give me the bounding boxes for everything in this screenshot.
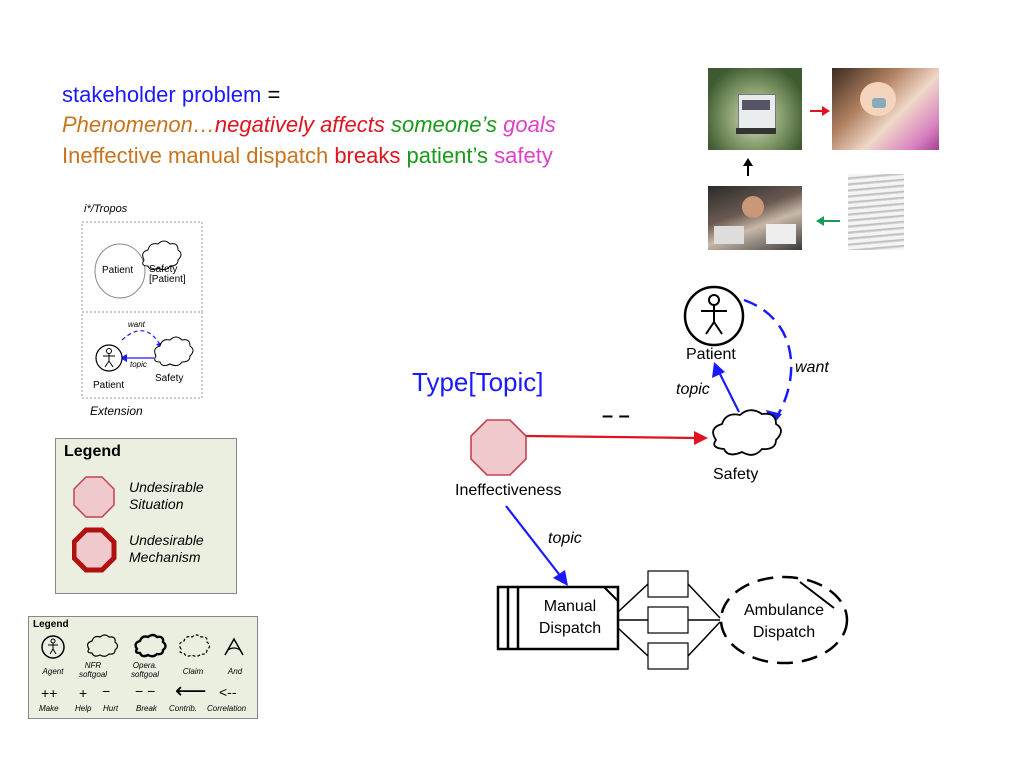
safety-text: safety xyxy=(488,143,553,168)
paper-stack-photo xyxy=(848,174,904,250)
breaks-text: breaks xyxy=(328,143,401,168)
istar-top-patient-label: Patient xyxy=(102,265,134,276)
patient-photo xyxy=(832,68,939,150)
claim-icon xyxy=(178,634,211,657)
help-symbol: + xyxy=(79,685,88,701)
legend2-break-label: Break xyxy=(136,704,157,713)
make-symbol: ++ xyxy=(41,685,58,701)
legend2-make-label: Make xyxy=(39,704,59,713)
manual-dispatch-label: Manual Dispatch xyxy=(538,598,602,637)
istar-softgoal-cloud-bottom xyxy=(154,336,194,367)
istar-agent-icon xyxy=(95,344,123,372)
want-label: want xyxy=(795,359,829,376)
break-symbol: − − xyxy=(135,683,156,699)
istar-bottom-safety-label: Safety xyxy=(155,373,184,384)
legend1-title: Legend xyxy=(64,443,121,460)
ineffectiveness-octagon xyxy=(470,419,527,476)
correlation-symbol: <-- xyxy=(219,684,237,700)
topic-upper-label: topic xyxy=(676,381,710,398)
break-link xyxy=(525,434,699,440)
goals-text: goals xyxy=(496,112,556,137)
istar-softgoal-cloud-top xyxy=(142,240,182,271)
istar-panel xyxy=(81,221,203,399)
patients-text: patient’s xyxy=(400,143,489,168)
contrib-symbol: ⟵ xyxy=(175,678,207,703)
safety-label: Safety xyxy=(713,466,759,483)
negatively-affects-text: negatively affects xyxy=(214,112,385,137)
ineffective-dispatch-text: Ineffective manual dispatch xyxy=(62,143,329,168)
safety-softgoal-cloud xyxy=(712,409,782,456)
istar-top-safety-label: Safety [Patient] xyxy=(149,264,186,285)
legend2-and-label: And xyxy=(227,667,243,676)
opera-softgoal-icon xyxy=(134,633,167,658)
equals-sign: = xyxy=(261,82,281,107)
topic-lower-label: topic xyxy=(548,530,582,547)
ambulance-dispatch-label: Ambulance Dispatch xyxy=(743,602,825,641)
type-topic-label: Type[Topic] xyxy=(412,367,544,397)
patient-agent-icon xyxy=(683,285,745,347)
break-symbol-label: – – xyxy=(602,405,630,427)
nfr-softgoal-icon xyxy=(86,634,119,657)
dispatcher-photo xyxy=(708,186,802,250)
istar-actor-boundary xyxy=(94,243,146,299)
headline-line-3: Ineffective manual dispatch breaks patie… xyxy=(62,141,553,171)
istar-footer: Extension xyxy=(90,404,143,418)
topic-link-upper xyxy=(717,369,740,413)
headline-line-1: stakeholder problem = xyxy=(62,80,280,110)
topic-link-lower xyxy=(505,505,563,579)
headline-line-2: Phenomenon…negatively affects someone’s … xyxy=(62,110,556,140)
legend2-title: Legend xyxy=(33,619,69,630)
legend2-agent-label: Agent xyxy=(42,667,64,676)
undesirable-mechanism-octagon xyxy=(72,527,117,573)
istar-topic-label: topic xyxy=(130,360,147,369)
patient-label: Patient xyxy=(686,346,736,363)
ambulance-photo xyxy=(708,68,802,150)
ineffectiveness-label: Ineffectiveness xyxy=(455,482,562,499)
legend1-mechanism-label: Undesirable Mechanism xyxy=(129,532,204,565)
legend2-opera-label: Opera. softgoal xyxy=(130,661,160,679)
hurt-symbol: − xyxy=(102,683,111,699)
legend2-contrib-label: Contrib. xyxy=(169,704,198,713)
legend2-help-label: Help xyxy=(75,704,92,713)
istar-title: i*/Tropos xyxy=(84,203,128,215)
legend2-claim-label: Claim xyxy=(182,667,204,676)
legend2-hurt-label: Hurt xyxy=(103,704,119,713)
stakeholder-problem-text: stakeholder problem xyxy=(62,82,262,107)
istar-want-label: want xyxy=(128,320,145,329)
agent-icon xyxy=(41,635,65,659)
istar-bottom-patient-label: Patient xyxy=(93,380,125,391)
and-icon xyxy=(224,637,244,656)
manual-dispatch-mechanism xyxy=(496,585,620,651)
legend-undesirable: Legend Undesirable Situation Undesirable… xyxy=(55,438,237,594)
photo-arrows xyxy=(743,106,840,226)
task-box-2 xyxy=(647,606,689,634)
phenomenon-text: Phenomenon… xyxy=(62,112,215,137)
undesirable-situation-octagon xyxy=(73,476,115,518)
legend1-situation-label: Undesirable Situation xyxy=(129,479,204,512)
task-box-1 xyxy=(647,570,689,598)
legend2-nfr-label: NFR softgoal xyxy=(78,661,108,679)
ambulance-dispatch-goal xyxy=(719,575,849,665)
someones-text: someone’s xyxy=(384,112,497,137)
legend2-correlation-label: Correlation xyxy=(207,704,247,713)
task-box-3 xyxy=(647,642,689,670)
want-link xyxy=(743,298,793,419)
legend-notation: Legend Agent NFR softgoal Opera. softgoa… xyxy=(28,616,258,719)
